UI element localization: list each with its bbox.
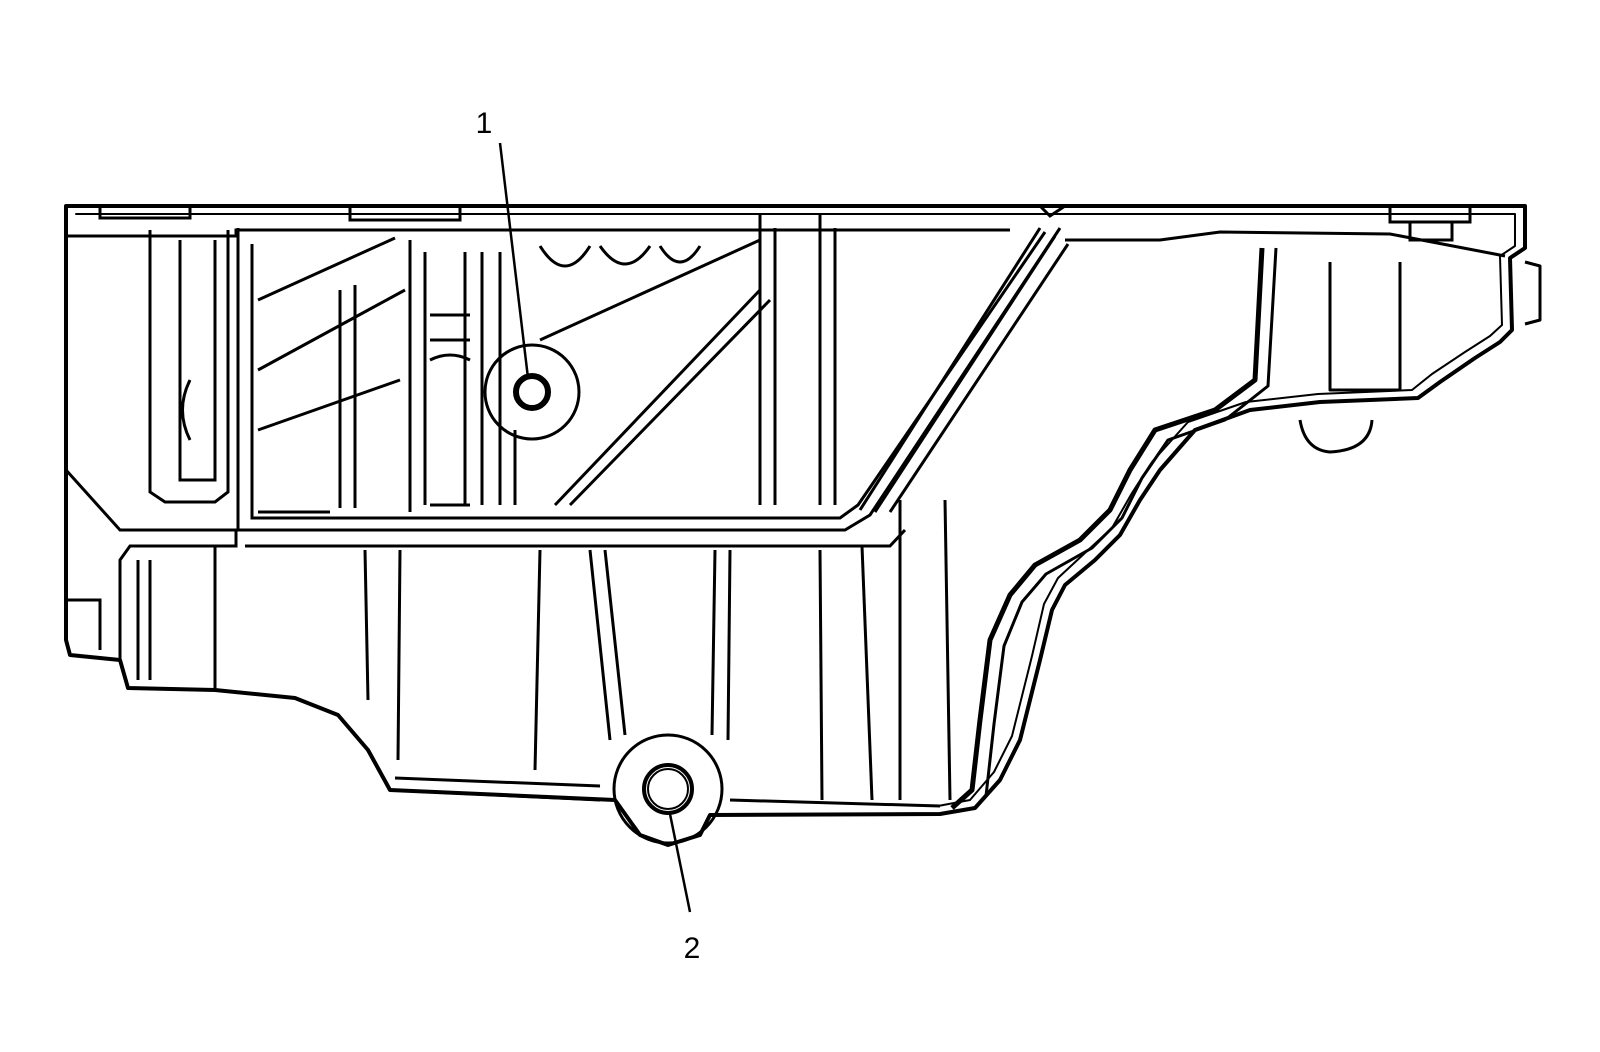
callout-leaders xyxy=(498,142,692,913)
oil-pan-outline xyxy=(64,204,1527,847)
upper-drain-plug xyxy=(483,343,581,441)
upper-ribs xyxy=(236,215,1070,532)
left-end-block xyxy=(64,230,238,690)
callout-1-label: 1 xyxy=(476,107,493,140)
lower-sump-ribs xyxy=(245,499,952,808)
lower-drain-plug xyxy=(612,733,724,845)
callout-2-label: 2 xyxy=(684,932,701,965)
top-scallops xyxy=(538,245,702,268)
callout-2-leader xyxy=(668,813,692,913)
right-channel xyxy=(950,247,1542,810)
callout-1-leader xyxy=(498,142,530,379)
